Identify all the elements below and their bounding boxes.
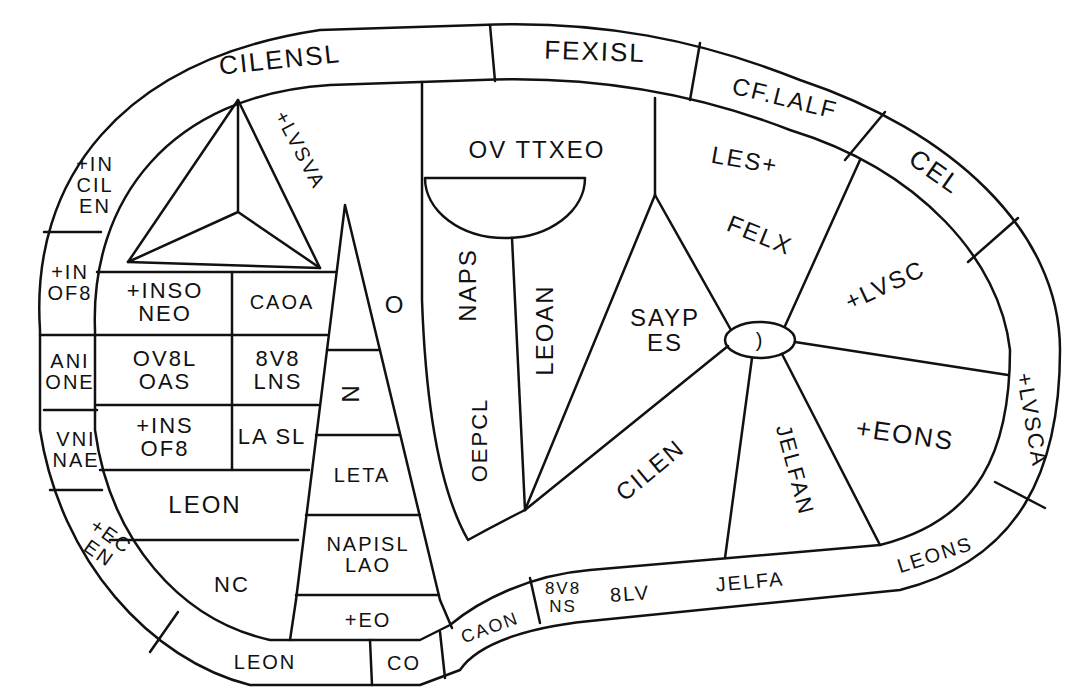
region-label: NC [214,573,250,596]
region-label: FELX [724,211,797,260]
region-label: +INS OF8 [110,414,220,460]
region-label: O [385,292,406,317]
region-label: +LVSCA [1012,371,1051,469]
region-label: ) [756,330,765,351]
region-label: SAYP ES [625,305,705,355]
region-label: OEPCL [468,398,491,483]
region-label: LEON [234,652,296,673]
region-label: JELFAN [772,422,818,518]
region-label: 8V8 NS [541,580,585,616]
region-label: +IN OF8 [46,262,94,304]
region-label: LEONS [895,533,975,577]
region-label: NAPISL LAO [308,534,428,576]
region-label: CAOA [250,292,315,313]
region-label: N [337,385,362,404]
region-label: +IN CIL EN [73,154,117,217]
region-label: LA SL [232,425,312,448]
region-label: NAPS [455,248,480,321]
region-label: OV8L OAS [110,347,220,393]
region-label: 8V8 LNS [238,347,318,393]
region-label: +EC EN [74,515,136,576]
region-label: VNI NAE [52,429,100,471]
region-label: OV TTXEO [469,137,606,162]
region-label: CILEN [611,434,689,505]
region-label: LES+ [710,142,781,179]
region-label: 8LV [609,582,650,606]
region-label: CILENSL [218,40,343,80]
region-label: +INSO NEO [110,279,220,325]
region-label: ANI ONE [45,351,96,393]
region-label: CAON [459,609,522,647]
region-label: LEON [168,492,241,517]
region-label: CO [387,653,421,674]
region-label: +EONS [854,415,956,456]
region-label: JELFA [715,569,785,596]
region-label: FEXISL [544,37,646,68]
region-label: +LVSVA [271,107,330,192]
region-label: +EO [345,610,392,631]
region-label: LETA [334,465,391,486]
region-label: LEOAN [532,284,557,375]
region-label: +LVSC [841,256,929,315]
